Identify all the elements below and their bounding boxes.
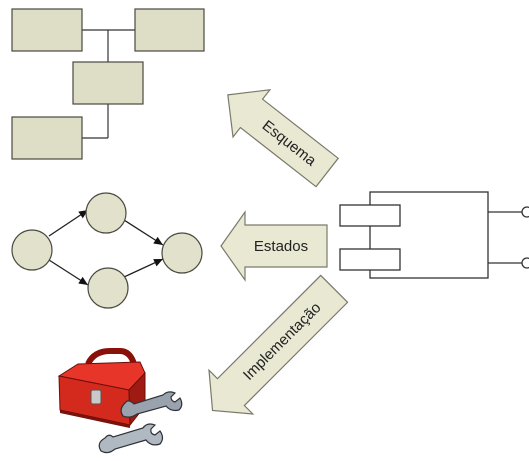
arrow-shape	[208, 274, 349, 415]
component-port-tab	[339, 248, 401, 271]
state-node	[85, 192, 127, 234]
arrow-label-estados: Estados	[254, 238, 308, 255]
state-transition	[48, 259, 89, 286]
arrow-label-implementacao: Implementação	[240, 299, 325, 384]
component-port-tab	[339, 204, 401, 227]
arrow-estados: Estados	[220, 210, 328, 282]
arrow-implementacao: Implementação	[208, 274, 349, 415]
state-node	[11, 229, 53, 271]
schema-box	[11, 8, 83, 52]
state-node	[87, 267, 129, 309]
schema-box	[134, 8, 205, 52]
lollipop-interface	[521, 257, 529, 269]
component-symbol	[339, 191, 529, 279]
lollipop-interface	[521, 206, 529, 218]
arrow-shape	[220, 210, 328, 282]
arrow-shape	[227, 88, 340, 188]
state-node	[161, 232, 203, 274]
schema-tree	[11, 8, 205, 160]
arrow-esquema: Esquema	[227, 88, 340, 188]
schema-box	[11, 116, 83, 160]
wrench-icon	[98, 391, 183, 454]
state-graph	[11, 192, 203, 309]
state-transition	[123, 219, 164, 246]
state-transition	[123, 258, 164, 278]
schema-box	[72, 61, 144, 105]
state-transition	[48, 209, 89, 237]
